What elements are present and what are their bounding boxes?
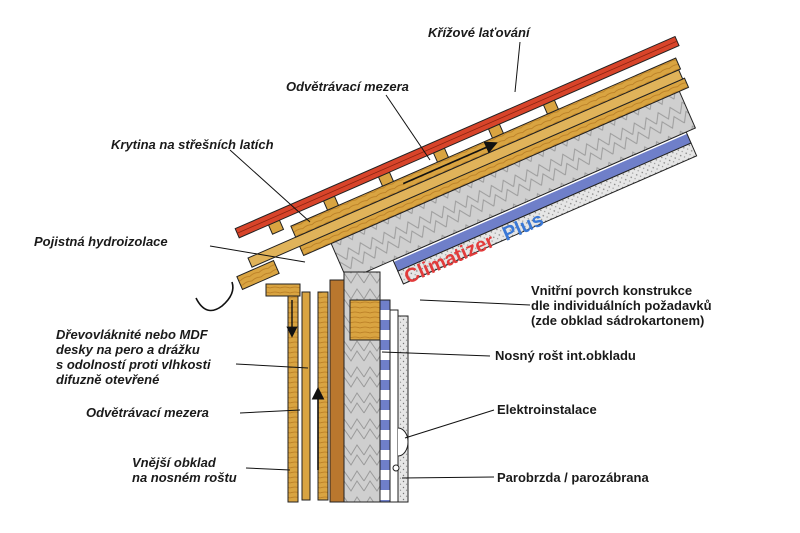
label-interior-batten: Nosný rošt int.obkladu — [495, 348, 636, 363]
label-ventilation-gap-top: Odvětrávací mezera — [286, 79, 409, 94]
label-vapour-barrier: Parobrzda / parozábrana — [497, 470, 649, 485]
label-wood-fibre-board: Dřevovláknité nebo MDF desky na pero a d… — [56, 327, 211, 387]
gutter — [195, 281, 234, 312]
roof-layers — [234, 35, 698, 285]
label-ventilation-gap-wall: Odvětrávací mezera — [86, 405, 209, 420]
leader-lines — [209, 41, 531, 479]
vapour-barrier — [379, 299, 391, 503]
label-underlay: Pojistná hydroizolace — [34, 234, 168, 249]
electrical-box — [397, 427, 409, 457]
drywall — [397, 315, 409, 503]
label-outer-cladding: Vnější obklad na nosném roštu — [132, 455, 237, 485]
label-electrical: Elektroinstalace — [497, 402, 597, 417]
label-inner-surface: Vnitřní povrch konstrukce dle individuál… — [531, 283, 712, 328]
label-cross-battens: Křížové laťování — [428, 25, 530, 40]
label-roof-covering: Krytina na střešních latích — [111, 137, 274, 152]
